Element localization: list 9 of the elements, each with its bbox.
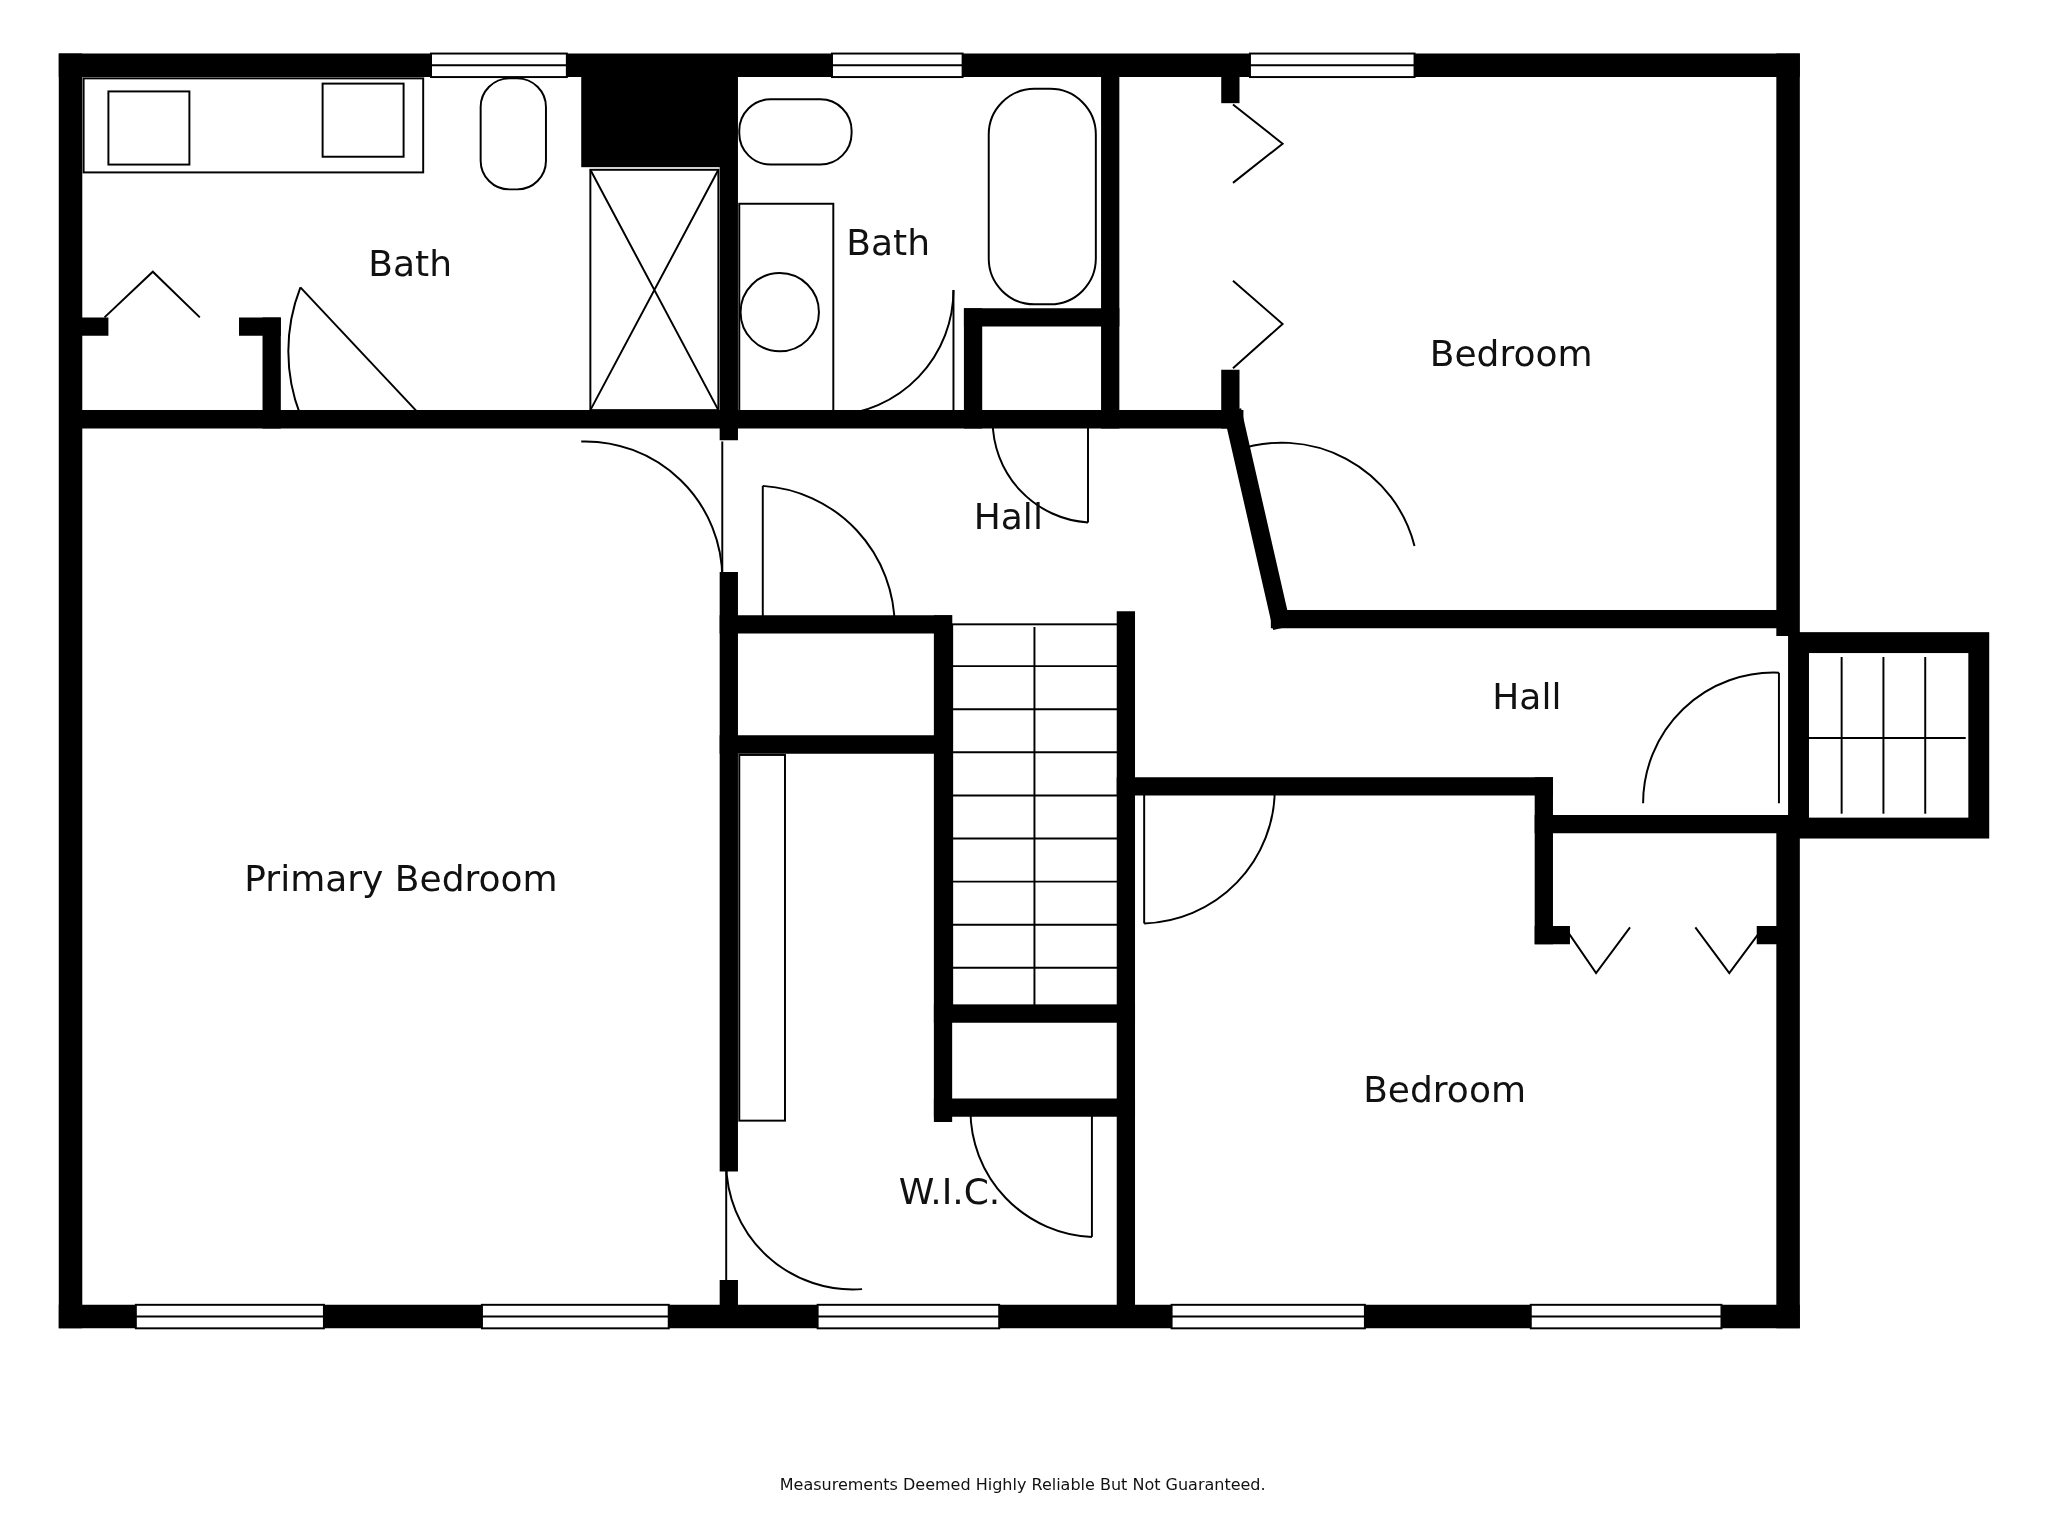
- room-label: Hall: [973, 495, 1043, 537]
- room-label: W.I.C.: [898, 1170, 1001, 1212]
- room-label: Primary Bedroom: [244, 857, 558, 899]
- room-label: Bedroom: [1363, 1068, 1526, 1110]
- disclaimer-note: Measurements Deemed Highly Reliable But Not Guaranteed.: [779, 1474, 1266, 1494]
- room-label: Bedroom: [1429, 332, 1593, 374]
- room-label: Bath: [368, 242, 452, 283]
- room-label: Bath: [846, 221, 930, 263]
- room-label: Hall: [1492, 675, 1562, 717]
